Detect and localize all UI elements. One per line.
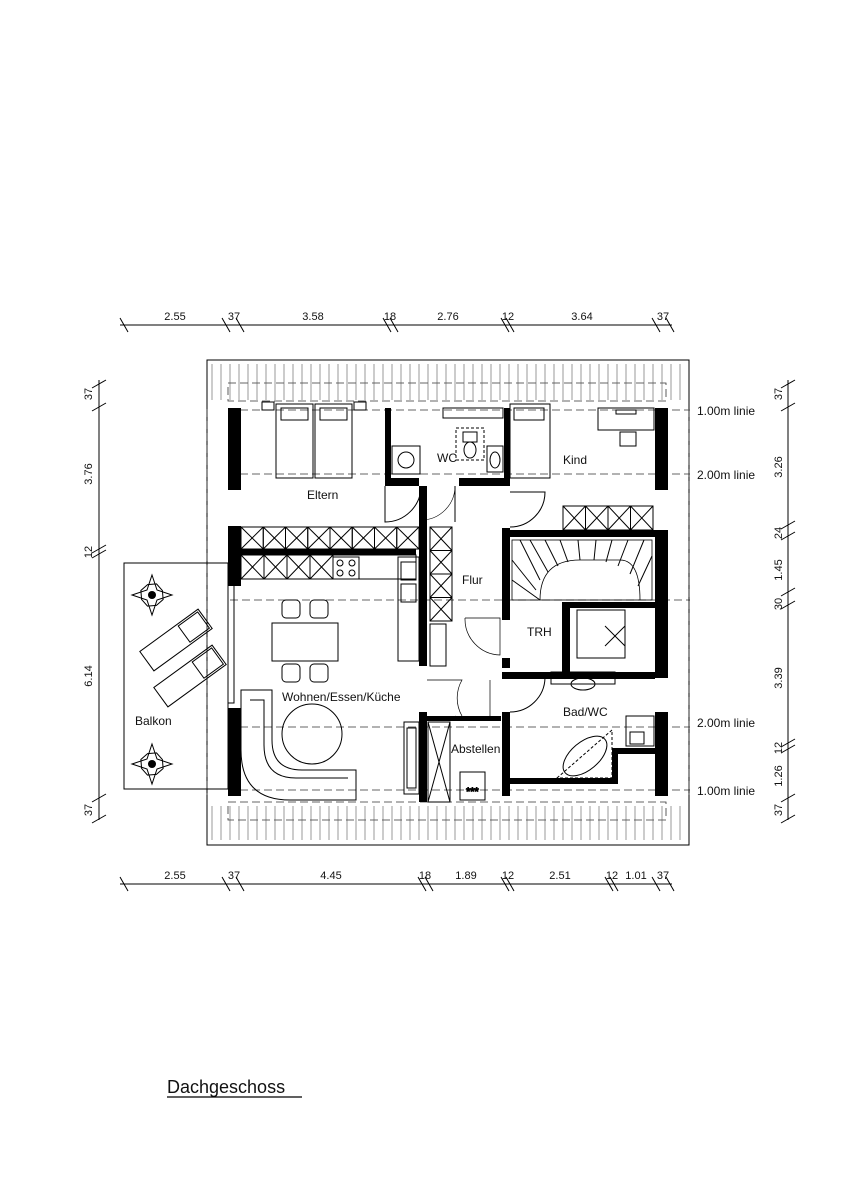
plant-icon [130,742,174,786]
room-label-wc: WC [437,451,457,465]
dim-left-4: 6.14 [83,665,95,686]
room-label-eltern: Eltern [307,488,338,502]
dim-right-2: 3.26 [773,456,785,477]
stove-marks: *** [466,786,480,798]
roof-outline [206,359,690,846]
dim-bottom-4: 18 [419,870,431,882]
level-line-bottom-inner: 2.00m linie [697,716,755,730]
level-lines: 1.00m linie 2.00m linie 2.00m linie 1.00… [230,404,755,798]
right-dimension-chain: 37 3.26 24 1.45 30 3.39 12 1.26 37 [773,379,796,824]
dim-right-6: 3.39 [773,667,785,688]
room-labels: Eltern WC Kind Flur TRH Wohnen/Essen/Küc… [135,451,608,756]
dim-top-8: 37 [657,311,669,323]
room-label-kind: Kind [563,453,587,467]
balcony [123,562,235,790]
cabinets [240,505,654,622]
furniture-beds [261,401,551,479]
walls [228,408,668,802]
abstellen-equipment: *** [427,623,486,803]
dim-left-2: 3.76 [83,463,95,484]
dim-right-9: 37 [773,804,785,816]
roof-tiles-bottom [211,806,681,840]
dim-top-3: 3.58 [302,311,323,323]
dim-bottom-6: 12 [502,870,514,882]
dim-right-4: 1.45 [773,559,785,580]
plant-icon [130,573,174,617]
dim-left-5: 37 [83,804,95,816]
top-dimension-chain: 2.55 37 3.58 18 2.76 12 3.64 37 [119,311,675,333]
dim-right-8: 1.26 [773,765,785,786]
dim-right-5: 30 [773,598,785,610]
dim-bottom-2: 37 [228,870,240,882]
roof-tiles-top [211,364,681,400]
dim-bottom-8: 12 [606,870,618,882]
dim-top-7: 3.64 [571,311,592,323]
dim-bottom-9: 1.01 [625,870,646,882]
furniture-desk [597,407,655,447]
room-label-balkon: Balkon [135,714,172,728]
dim-bottom-5: 1.89 [455,870,476,882]
bath-fixtures [550,609,655,779]
left-dimension-chain: 37 3.76 12 6.14 37 [83,379,107,824]
dim-bottom-1: 2.55 [164,870,185,882]
dim-bottom-3: 4.45 [320,870,341,882]
living-set [240,689,420,801]
dim-bottom-10: 37 [657,870,669,882]
kitchen-appliances [332,556,420,662]
dim-top-4: 18 [384,311,396,323]
dim-right-3: 24 [773,527,785,539]
page-title: Dachgeschoss [167,1077,285,1097]
room-label-wohnen: Wohnen/Essen/Küche [282,690,401,704]
room-label-trh: TRH [527,625,552,639]
wc-fixtures [391,407,504,475]
level-line-bottom-outer: 1.00m linie [697,784,755,798]
level-line-top-outer: 1.00m linie [697,404,755,418]
dim-top-2: 37 [228,311,240,323]
staircase [511,539,653,601]
room-label-flur: Flur [462,573,483,587]
dim-top-6: 12 [502,311,514,323]
level-line-top-inner: 2.00m linie [697,468,755,482]
dim-bottom-7: 2.51 [549,870,570,882]
dim-top-1: 2.55 [164,311,185,323]
dining-set [271,599,339,683]
dim-left-1: 37 [83,388,95,400]
dim-left-3: 12 [83,546,95,558]
room-label-bad: Bad/WC [563,705,608,719]
doors [384,485,546,721]
dim-top-5: 2.76 [437,311,458,323]
room-label-abstellen: Abstellen [451,742,500,756]
bottom-dimension-chain: 2.55 37 4.45 18 1.89 12 2.51 12 1.01 37 [119,870,675,892]
dim-right-7: 12 [773,742,785,754]
dim-right-1: 37 [773,388,785,400]
plan-title: Dachgeschoss [167,1077,302,1098]
